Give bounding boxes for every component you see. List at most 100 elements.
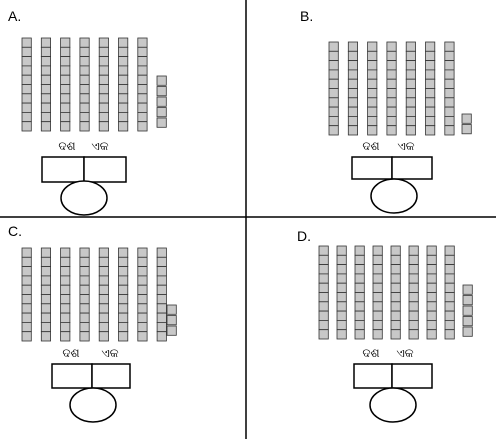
unit-cube bbox=[367, 106, 378, 117]
unit-cube bbox=[318, 329, 329, 340]
unit-cube bbox=[405, 50, 416, 61]
unit-cube bbox=[354, 254, 365, 266]
unit-cube bbox=[21, 331, 32, 342]
unit-cube bbox=[426, 329, 437, 340]
unit-cube bbox=[386, 88, 397, 99]
unit-cube bbox=[98, 37, 109, 48]
unit-cube bbox=[60, 112, 71, 123]
unit-cube bbox=[405, 116, 416, 127]
unit-cube bbox=[137, 37, 148, 48]
panel-b-ones-box[interactable] bbox=[391, 156, 433, 180]
unit-cube bbox=[328, 88, 339, 99]
unit-cube bbox=[367, 125, 378, 136]
panel-d: D. ଦଶ ଏକ bbox=[297, 228, 473, 423]
panel-c-total-circle[interactable] bbox=[69, 387, 117, 423]
unit-cube bbox=[21, 275, 32, 286]
unit-cube bbox=[79, 331, 90, 342]
unit-cube bbox=[367, 50, 378, 61]
unit-cube bbox=[60, 312, 71, 323]
unit-cube bbox=[336, 273, 347, 284]
unit-cube bbox=[367, 116, 378, 127]
panel-d-ten-rod bbox=[426, 245, 437, 340]
panel-c: C. ଦଶ ଏକ bbox=[8, 223, 177, 423]
unit-cube bbox=[137, 93, 148, 104]
unit-cube bbox=[425, 69, 436, 80]
unit-cube bbox=[328, 106, 339, 117]
panel-b-ten-rod bbox=[444, 41, 455, 136]
unit-cube bbox=[40, 84, 51, 95]
panel-d-ten-rod bbox=[372, 245, 383, 340]
unit-cube bbox=[444, 116, 455, 127]
unit-cube bbox=[354, 329, 365, 340]
unit-cube bbox=[118, 312, 129, 323]
unit-cube bbox=[98, 121, 109, 132]
unit-cube bbox=[444, 50, 455, 61]
unit-cube bbox=[408, 282, 419, 293]
unit-cube bbox=[390, 254, 401, 266]
unit-cube bbox=[40, 112, 51, 123]
panel-c-ones-box[interactable] bbox=[91, 363, 131, 389]
unit-cube bbox=[347, 50, 358, 61]
unit-cube bbox=[156, 303, 167, 314]
unit-cube bbox=[98, 256, 109, 267]
unit-cube bbox=[60, 303, 71, 314]
panel-d-ten-rod bbox=[318, 245, 329, 340]
unit-cube bbox=[444, 319, 455, 331]
unit-cube bbox=[60, 331, 71, 342]
unit-cube bbox=[79, 46, 90, 57]
unit-cube bbox=[156, 284, 167, 295]
unit-cube bbox=[79, 65, 90, 76]
panel-d-total-circle[interactable] bbox=[369, 387, 417, 423]
unit-cube bbox=[60, 121, 71, 132]
unit-cube bbox=[425, 97, 436, 108]
panel-c-ten-rod bbox=[40, 247, 51, 342]
unit-cube bbox=[347, 116, 358, 127]
unit-cube bbox=[372, 319, 383, 331]
unit-cube bbox=[354, 319, 365, 331]
unit-cube bbox=[60, 46, 71, 57]
unit-cube bbox=[386, 97, 397, 108]
unit-cube bbox=[426, 319, 437, 331]
panel-a-ones-box[interactable] bbox=[83, 156, 127, 183]
panel-a-label: A. bbox=[8, 8, 21, 24]
unit-cube bbox=[98, 65, 109, 76]
unit-cube bbox=[21, 37, 32, 48]
unit-cube bbox=[408, 329, 419, 340]
unit-cube bbox=[21, 284, 32, 295]
panel-d-ones-box[interactable] bbox=[391, 363, 433, 389]
unit-cube bbox=[21, 102, 32, 113]
panel-d-tens-box[interactable] bbox=[353, 363, 393, 389]
unit-cube bbox=[60, 65, 71, 76]
unit-cube bbox=[40, 93, 51, 104]
unit-cube bbox=[40, 331, 51, 342]
panel-c-ten-rod bbox=[98, 247, 109, 342]
panel-c-one-cube bbox=[166, 304, 177, 315]
unit-cube bbox=[367, 97, 378, 108]
unit-cube bbox=[98, 102, 109, 113]
panel-b-tens-box[interactable] bbox=[351, 156, 393, 180]
unit-cube bbox=[386, 78, 397, 89]
unit-cube bbox=[444, 125, 455, 136]
unit-cube bbox=[354, 264, 365, 275]
unit-cube bbox=[156, 256, 167, 267]
unit-cube bbox=[60, 102, 71, 113]
unit-cube bbox=[118, 121, 129, 132]
unit-cube bbox=[40, 56, 51, 67]
unit-cube bbox=[40, 275, 51, 286]
unit-cube bbox=[390, 329, 401, 340]
unit-cube bbox=[98, 46, 109, 57]
unit-cube bbox=[118, 112, 129, 123]
unit-cube bbox=[21, 74, 32, 85]
unit-cube bbox=[40, 37, 51, 48]
unit-cube bbox=[79, 74, 90, 85]
panel-a-total-circle[interactable] bbox=[60, 180, 108, 216]
panel-a-tens-box[interactable] bbox=[41, 156, 85, 183]
unit-cube bbox=[137, 102, 148, 113]
panel-b-total-circle[interactable] bbox=[370, 178, 418, 214]
unit-cube bbox=[137, 46, 148, 57]
panel-a-one-cube bbox=[156, 86, 167, 97]
panel-c-tens-box[interactable] bbox=[51, 363, 93, 389]
unit-cube bbox=[118, 84, 129, 95]
unit-cube bbox=[318, 282, 329, 293]
panel-c-ten-rod bbox=[60, 247, 71, 342]
